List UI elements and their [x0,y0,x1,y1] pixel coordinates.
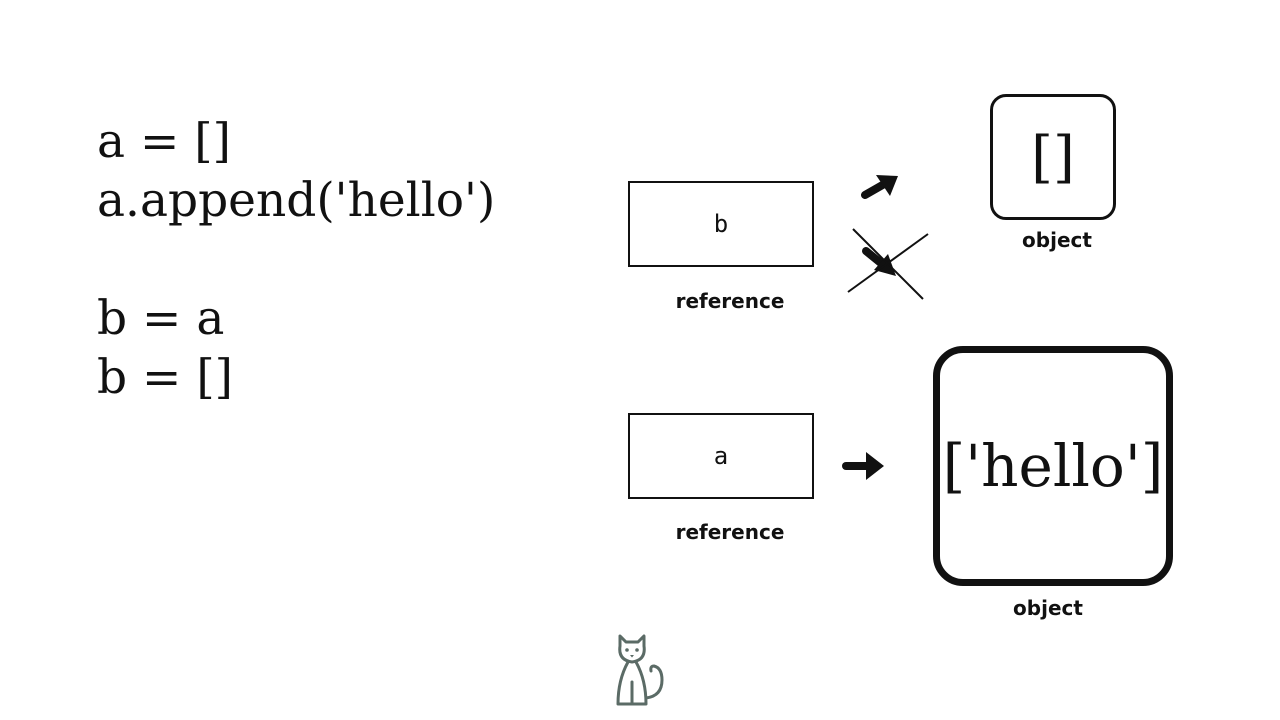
reference-label-a: reference [675,520,785,544]
cat-icon [616,634,664,706]
reference-box-b: b [628,181,814,267]
crossed-out-arrow-icon [847,228,929,300]
arrow-icon [861,175,898,199]
object-label-empty-list: object [1022,228,1092,252]
code-line-2: a.append('hello') [97,173,496,228]
reference-name-b: b [713,210,729,238]
arrow-icon [842,452,884,480]
code-line-3: b = a [97,291,225,346]
object-hello-list-value: ['hello'] [942,432,1164,500]
reference-name-a: a [713,442,729,470]
reference-box-a: a [628,413,814,499]
object-empty-list-value: [] [1031,124,1075,190]
code-line-4: b = [] [97,350,234,405]
object-empty-list: [] [990,94,1116,220]
reference-label-b: reference [675,289,785,313]
object-label-hello-list: object [1013,596,1083,620]
code-line-1: a = [] [97,114,231,169]
object-hello-list: ['hello'] [933,346,1173,586]
code-block: a = [] a.append('hello') b = a b = [] [97,112,495,407]
